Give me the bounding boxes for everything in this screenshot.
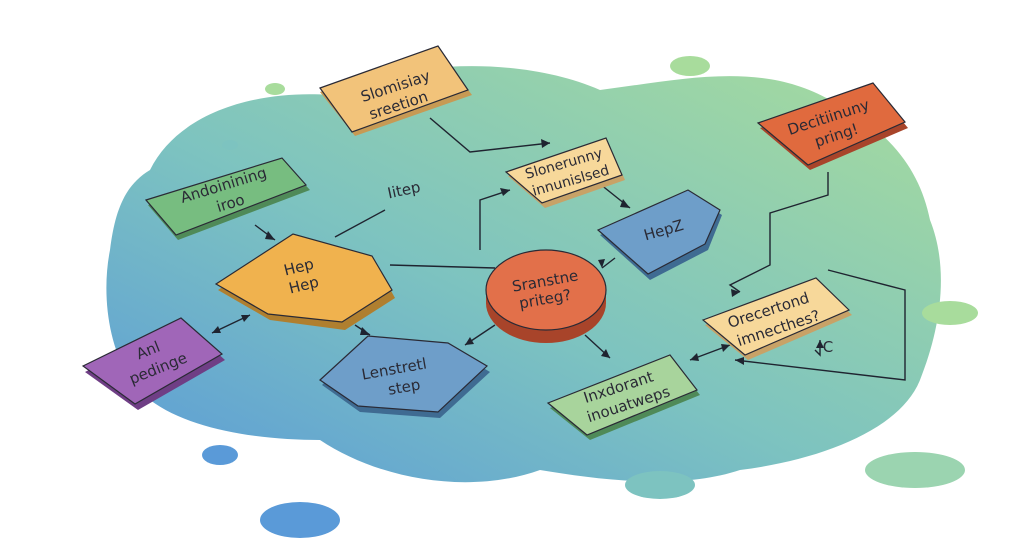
arrowheads xyxy=(212,139,824,365)
arrowhead xyxy=(816,340,824,348)
node-center-small[interactable]: Slonerunny innunislsed xyxy=(504,137,625,208)
blob-bubble xyxy=(670,56,710,76)
connector xyxy=(734,269,906,381)
node-green-bottom[interactable]: Inxdorant inouatweps xyxy=(546,354,700,440)
connector xyxy=(389,264,496,269)
arrowhead xyxy=(601,349,610,358)
blob-bubble xyxy=(222,140,238,150)
arrowhead xyxy=(500,188,510,196)
node-red-top-right[interactable]: Decitiinuny pring! xyxy=(756,82,908,170)
node-purple-left[interactable]: Anl pedinge xyxy=(81,317,225,410)
arrowhead xyxy=(598,259,605,268)
connector xyxy=(429,117,551,153)
blob-bubble xyxy=(202,445,238,465)
blob-bubble xyxy=(865,452,965,488)
arrowhead xyxy=(721,344,730,352)
arrowhead xyxy=(690,353,699,361)
node-label: step xyxy=(387,375,422,398)
arrowhead xyxy=(241,315,250,322)
annotation-label: C xyxy=(823,338,833,356)
arrowhead xyxy=(360,327,370,335)
node-orange-hex[interactable]: Hep Hep xyxy=(214,233,395,330)
connector xyxy=(728,172,829,293)
arrowhead xyxy=(212,326,221,333)
blob-bubble xyxy=(625,471,695,499)
arrowhead xyxy=(735,357,744,365)
blob-bubble xyxy=(260,502,340,538)
node-blue-bottom[interactable]: Lenstretl step xyxy=(319,335,490,418)
arrowhead xyxy=(265,231,275,240)
connector xyxy=(601,257,616,269)
arrowhead xyxy=(731,289,740,297)
blob-bubble xyxy=(265,83,285,95)
blob-bubble xyxy=(922,301,978,325)
node-top-center[interactable]: Slomisiay sreetion xyxy=(319,45,472,136)
arrowhead xyxy=(465,337,474,345)
arrowhead xyxy=(620,199,630,208)
connector xyxy=(334,209,386,238)
node-center-circle[interactable]: Sranstne priteg? xyxy=(485,249,607,343)
node-blue-right[interactable]: HepZ xyxy=(596,189,722,280)
connector xyxy=(479,189,511,250)
arrowhead xyxy=(541,139,550,148)
